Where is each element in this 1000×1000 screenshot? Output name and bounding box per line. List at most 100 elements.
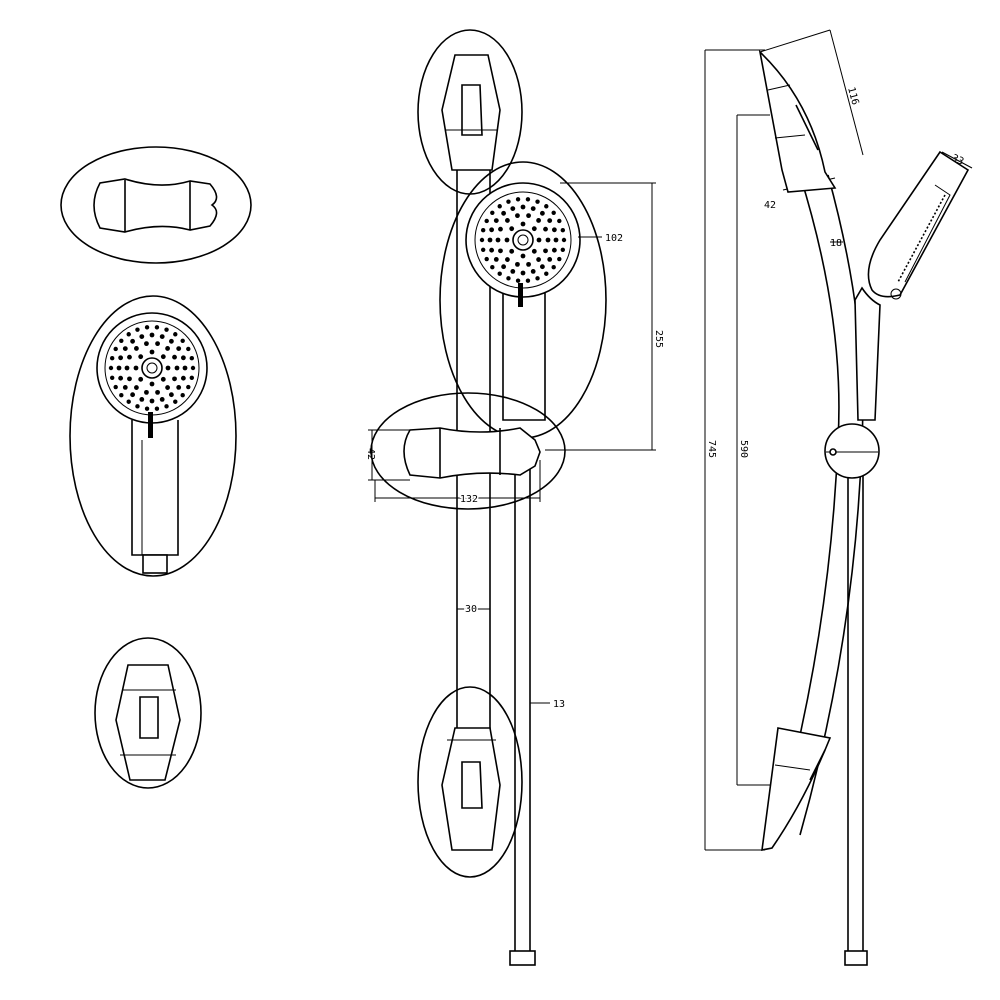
nozzle-dot	[149, 398, 155, 404]
nozzle-dot	[484, 256, 489, 262]
nozzle-dot	[557, 218, 562, 224]
dim-slider-width: 132	[460, 494, 478, 505]
nozzle-dot	[479, 237, 485, 243]
nozzle-dot	[176, 384, 182, 390]
nozzle-dot	[526, 261, 531, 267]
nozzle-dot	[135, 404, 140, 409]
nozzle-dot	[551, 210, 556, 216]
shower-head-front	[439, 161, 607, 439]
nozzle-dot	[551, 227, 557, 233]
nozzle-dot	[498, 248, 503, 254]
nozzle-dot	[520, 221, 526, 227]
nozzle-dot	[165, 365, 171, 371]
nozzle-dot	[168, 392, 174, 398]
nozzle-dot	[493, 218, 499, 224]
nozzle-dot	[165, 385, 170, 390]
hose-end-cap	[509, 950, 536, 966]
nozzle-dot	[133, 365, 139, 371]
nozzle-dot	[186, 384, 191, 390]
side-top-bracket	[758, 49, 837, 193]
nozzle-dot	[498, 226, 503, 232]
nozzle-dot	[149, 349, 155, 355]
nozzle-dot	[557, 256, 562, 262]
nozzle-dot	[135, 327, 140, 332]
nozzle-dot	[149, 381, 155, 387]
nozzle-dot	[182, 365, 188, 371]
hose-end-cap-side	[844, 950, 868, 966]
nozzle-dot	[509, 226, 515, 232]
nozzle-dot	[515, 197, 521, 202]
nozzle-dot	[480, 247, 486, 253]
nozzle-dot	[160, 376, 166, 382]
nozzle-dot	[180, 338, 185, 344]
nozzle-dot	[116, 365, 122, 371]
detail-bracket-side	[94, 637, 202, 789]
nozzle-dot	[173, 399, 178, 404]
nozzle-dot	[551, 247, 557, 253]
slider-ball	[824, 423, 880, 479]
side-view-rail	[774, 174, 880, 966]
nozzle-dot	[108, 365, 114, 371]
nozzle-dot	[520, 253, 526, 259]
nozzle-dot	[510, 206, 516, 212]
nozzle-dot	[144, 325, 150, 330]
nozzle-dot	[113, 384, 118, 390]
nozzle-dot	[155, 389, 160, 395]
nozzle-dot	[144, 341, 149, 347]
nozzle-dot	[539, 210, 545, 216]
nozzle-dot	[560, 227, 566, 233]
nozzle-dot	[173, 332, 178, 337]
nozzle-dot	[139, 334, 145, 340]
nozzle-dot	[487, 237, 493, 243]
nozzle-dot	[138, 376, 144, 382]
dim-bracket-depth: 42	[764, 200, 776, 211]
nozzle-dot	[545, 237, 551, 243]
nozzle-dot	[109, 375, 115, 381]
nozzle-dot	[168, 338, 174, 344]
nozzle-dot	[526, 213, 531, 219]
dim-bracket-length: 116	[845, 86, 860, 106]
nozzle-dot	[551, 264, 556, 270]
dim-bracket-spacing: 590	[738, 440, 749, 458]
nozzle-dot	[109, 355, 115, 361]
nozzle-dot	[180, 392, 185, 398]
dim-overall-height: 745	[706, 440, 717, 458]
nozzle-dot	[531, 226, 537, 232]
nozzle-dot	[543, 248, 548, 254]
detail-bracket-top-view	[60, 146, 252, 264]
nozzle-dot	[144, 406, 150, 411]
side-view-dimensions	[704, 29, 973, 851]
nozzle-dot	[530, 206, 536, 212]
nozzle-dot	[126, 332, 131, 337]
nozzle-dot	[506, 199, 511, 204]
nozzle-dot	[543, 226, 548, 232]
nozzle-dot	[119, 338, 124, 344]
nozzle-dot	[493, 256, 499, 262]
nozzle-dot	[190, 365, 196, 371]
side-handset	[854, 150, 970, 421]
nozzle-dot	[138, 354, 144, 360]
nozzle-dot	[118, 355, 124, 361]
nozzle-dot	[160, 354, 166, 360]
nozzle-dot	[501, 210, 507, 216]
dim-head-diameter: 102	[605, 233, 623, 244]
dim-hose-diameter: 13	[553, 699, 565, 710]
nozzle-dot	[504, 237, 510, 243]
nozzle-dot	[127, 354, 132, 360]
nozzle-dot	[164, 327, 169, 332]
dim-slider-height: 42	[365, 448, 376, 460]
nozzle-dot	[127, 376, 132, 382]
nozzle-dot	[149, 332, 155, 338]
nozzle-dot	[126, 399, 131, 404]
nozzle-dot	[547, 218, 553, 224]
nozzle-dot	[490, 264, 495, 270]
nozzle-dot	[553, 237, 559, 243]
nozzle-dot	[525, 197, 531, 202]
nozzle-dot	[130, 392, 136, 398]
nozzle-dot	[180, 355, 186, 361]
nozzle-dot	[536, 237, 542, 243]
nozzle-dot	[547, 256, 553, 262]
nozzle-dot	[124, 365, 130, 371]
nozzle-dot	[544, 204, 549, 209]
